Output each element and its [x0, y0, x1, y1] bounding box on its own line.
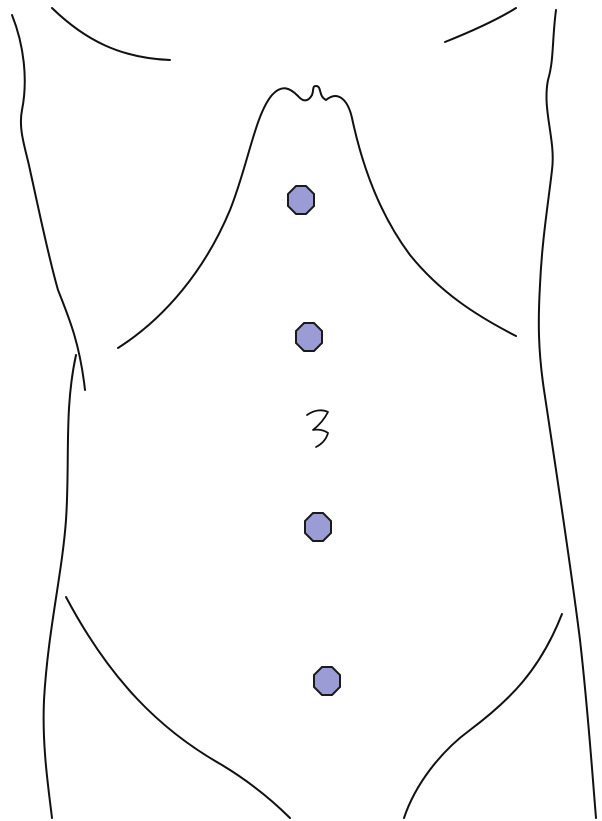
costal-margin-arch [118, 86, 516, 348]
right-torso-outline [539, 10, 596, 818]
left-waist-outline [44, 355, 76, 818]
port-marker [288, 186, 314, 214]
left-torso-outline [12, 15, 85, 390]
right-inguinal-line [404, 614, 562, 818]
left-clavicle-line [52, 8, 170, 60]
port-marker [296, 323, 322, 351]
port-marker [305, 513, 331, 541]
left-inguinal-line [66, 597, 290, 818]
umbilicus-symbol [307, 410, 328, 447]
port-marker [314, 667, 340, 695]
right-clavicle-line [445, 8, 516, 42]
